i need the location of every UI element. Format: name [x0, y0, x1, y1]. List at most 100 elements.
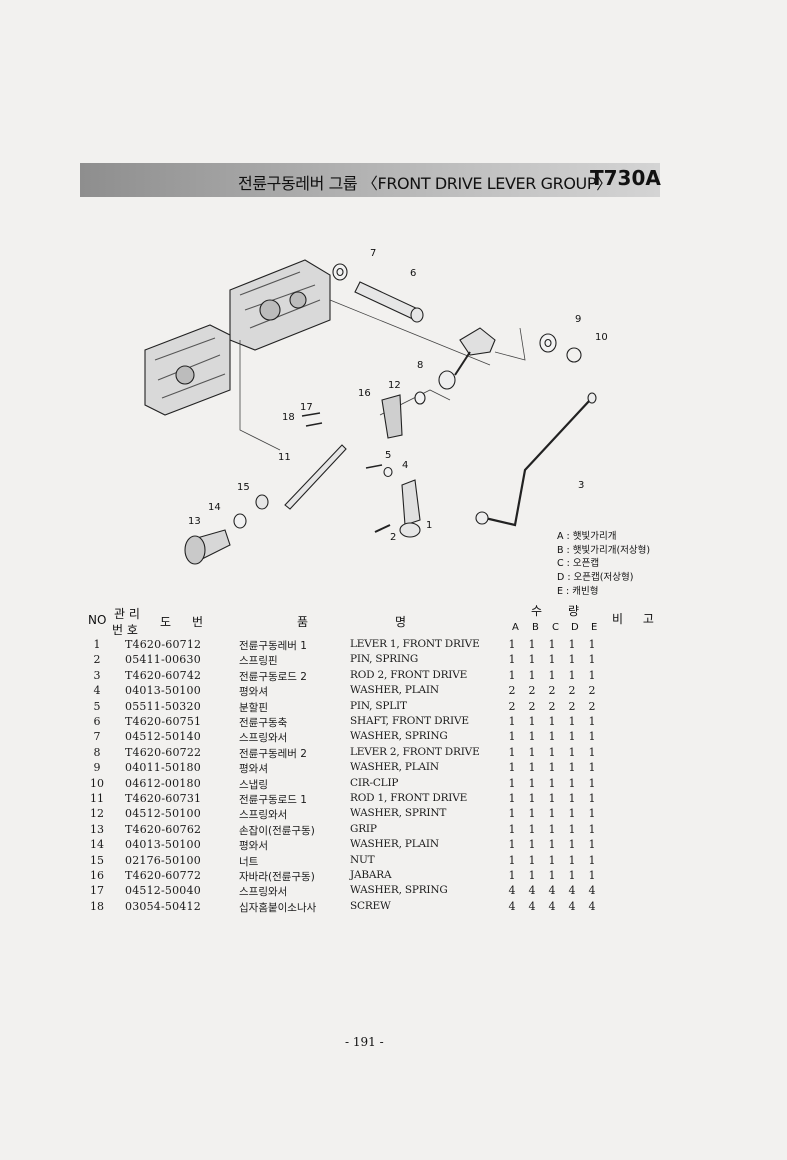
quantity-cell: 2 — [568, 699, 576, 713]
row-no: 16 — [90, 869, 104, 882]
part-name-english: WASHER, PLAIN — [350, 761, 439, 774]
quantity-cell: 1 — [508, 653, 516, 667]
header-remarks: 비 고 — [612, 612, 662, 626]
row-no: 11 — [90, 792, 104, 805]
legend-item: D : 오픈캡(저상형) — [557, 572, 634, 584]
part-number: 04512-50140 — [125, 730, 201, 744]
quantity-cell: 1 — [508, 869, 516, 882]
part-name-korean: 스프링와서 — [239, 886, 288, 899]
quantity-cell: 1 — [508, 715, 516, 728]
row-no: 17 — [90, 884, 104, 898]
part-name-korean: 스프링핀 — [239, 655, 278, 668]
row-no: 10 — [90, 776, 104, 790]
part-number: 04013-50100 — [125, 838, 201, 852]
quantity-cell: 1 — [568, 776, 576, 790]
quantity-cell: 4 — [548, 899, 556, 913]
quantity-cell: 1 — [528, 792, 536, 805]
header-col-c: C — [552, 622, 559, 633]
row-no: 5 — [93, 699, 101, 713]
quantity-cell: 4 — [568, 899, 576, 913]
quantity-cell: 1 — [548, 869, 556, 882]
row-no: 7 — [93, 730, 101, 744]
quantity-cell: 1 — [588, 653, 596, 667]
quantity-cell: 1 — [508, 792, 516, 805]
part-name-korean: 평와셔 — [239, 763, 268, 776]
row-no: 13 — [90, 822, 104, 836]
page-title: 전륜구동레버 그룹 〈FRONT DRIVE LEVER GROUP〉 — [238, 174, 612, 193]
part-number: T4620-60712 — [125, 638, 202, 651]
quantity-cell: 1 — [508, 822, 516, 836]
quantity-cell: 1 — [568, 853, 576, 867]
part-name-english: PIN, SPRING — [350, 653, 419, 666]
quantity-cell: 1 — [568, 869, 576, 882]
callout-11: 11 — [278, 452, 291, 463]
quantity-cell: 1 — [528, 838, 536, 852]
quantity-cell: 1 — [508, 668, 516, 682]
row-no: 1 — [93, 638, 101, 651]
callout-6: 6 — [410, 268, 416, 279]
legend-item: E : 캐빈형 — [557, 585, 599, 597]
legend-item: B : 햇빛가리개(저상형) — [557, 544, 651, 556]
part-name-english: NUT — [350, 853, 375, 866]
quantity-cell: 4 — [508, 899, 516, 913]
legend-item: A : 햇빛가리개 — [557, 531, 617, 542]
part-name-korean: 자바라(전륜구동) — [239, 871, 315, 883]
quantity-cell: 1 — [588, 715, 596, 728]
quantity-cell: 1 — [548, 730, 556, 744]
variant-legend: A : 햇빛가리개 B : 햇빛가리개(저상형) C : 오픈캡 D : 오픈캡… — [557, 530, 650, 599]
part-name-english: PIN, SPLIT — [350, 699, 407, 712]
header-col-b: B — [532, 622, 539, 633]
part-number: T4620-60731 — [125, 792, 202, 805]
quantity-cell: 1 — [508, 776, 516, 790]
quantity-cell: 1 — [548, 822, 556, 836]
quantity-cell: 1 — [548, 761, 556, 775]
legend-item: C : 오픈캡 — [557, 558, 600, 570]
quantity-cell: 1 — [588, 730, 596, 744]
quantity-cell: 4 — [528, 899, 536, 913]
row-no: 2 — [93, 653, 101, 667]
model-code: T730A — [590, 166, 661, 190]
quantity-cell: 4 — [508, 884, 516, 898]
part-number: 05511-50320 — [125, 699, 201, 713]
part-number: 02176-50100 — [125, 853, 201, 867]
part-name-english: WASHER, SPRING — [350, 730, 448, 743]
callout-1: 1 — [426, 520, 432, 531]
quantity-cell: 1 — [568, 638, 576, 651]
callout-2: 2 — [390, 532, 396, 543]
quantity-cell: 2 — [548, 684, 556, 698]
quantity-cell: 1 — [568, 838, 576, 852]
part-number: T4620-60772 — [125, 869, 202, 882]
row-no: 4 — [93, 684, 101, 698]
part-name-english: JABARA — [350, 869, 392, 881]
part-name-korean: 스프링와서 — [239, 732, 288, 745]
quantity-cell: 1 — [568, 822, 576, 836]
quantity-cell: 1 — [568, 668, 576, 682]
part-number: 04612-00180 — [125, 776, 201, 790]
part-name-korean: 십자홈붙이소나사 — [239, 901, 317, 914]
part-name-english: LEVER 2, FRONT DRIVE — [350, 745, 480, 758]
quantity-cell: 1 — [548, 653, 556, 667]
quantity-cell: 4 — [568, 884, 576, 898]
quantity-cell: 2 — [508, 699, 516, 713]
quantity-cell: 1 — [548, 715, 556, 728]
header-do: 도 — [160, 615, 172, 629]
callout-7: 7 — [370, 248, 376, 259]
part-number: T4620-60751 — [125, 715, 202, 728]
quantity-cell: 1 — [548, 807, 556, 821]
header-col-e: E — [591, 622, 598, 633]
quantity-cell: 1 — [508, 853, 516, 867]
part-name-korean: 전륜구동로드 1 — [239, 794, 307, 806]
quantity-cell: 1 — [528, 822, 536, 836]
part-number: T4620-60762 — [125, 822, 202, 836]
